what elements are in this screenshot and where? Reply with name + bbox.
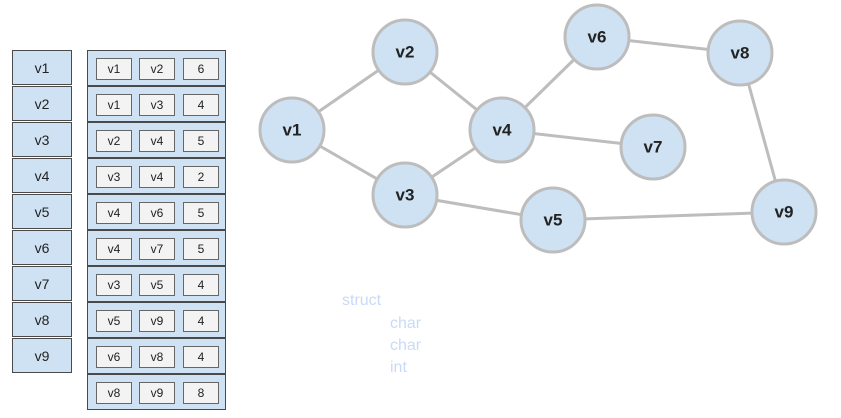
edge-from-cell: v6: [96, 346, 132, 368]
edge-weight-cell: 4: [183, 346, 219, 368]
edge-row: v1 v3 4: [87, 86, 226, 122]
node-v2: v2: [371, 18, 439, 86]
code-line-int: int: [390, 359, 407, 376]
vertex-cell-v1: v1: [12, 50, 72, 85]
node-label: v3: [396, 186, 415, 205]
node-v6: v6: [563, 3, 631, 71]
node-label: v1: [283, 121, 302, 140]
node-label: v7: [644, 138, 663, 157]
edge-to-cell: v2: [139, 58, 175, 80]
vertex-cell-v2: v2: [12, 86, 72, 121]
node-v1: v1: [258, 96, 326, 164]
node-v8: v8: [706, 19, 774, 87]
edge-weight-cell: 2: [183, 166, 219, 188]
edge-to-cell: v4: [139, 166, 175, 188]
edge-to-cell: v7: [139, 238, 175, 260]
node-circle: [706, 19, 774, 87]
node-v9: v9: [750, 178, 818, 246]
edge-weight-cell: 6: [183, 58, 219, 80]
edge-row: v4 v6 5: [87, 194, 226, 230]
node-label: v8: [731, 44, 750, 63]
edge-row: v3 v5 4: [87, 266, 226, 302]
node-label: v2: [396, 43, 415, 62]
vertex-cell-v9: v9: [12, 338, 72, 373]
edge-weight-cell: 4: [183, 94, 219, 116]
edge-row: v4 v7 5: [87, 230, 226, 266]
vertex-cell-v6: v6: [12, 230, 72, 265]
node-v4: v4: [468, 96, 536, 164]
node-circle: [750, 178, 818, 246]
edge-weight-cell: 5: [183, 130, 219, 152]
edge-to-cell: v9: [139, 310, 175, 332]
edge-from-cell: v3: [96, 166, 132, 188]
edge-to-cell: v3: [139, 94, 175, 116]
node-v3: v3: [371, 161, 439, 229]
node-label: v9: [775, 203, 794, 222]
vertex-cell-v8: v8: [12, 302, 72, 337]
edge-v5-v9: [552, 210, 785, 222]
node-v5: v5: [519, 186, 587, 254]
edge-from-cell: v4: [96, 238, 132, 260]
edge-row: v6 v8 4: [87, 338, 226, 374]
node-label: v6: [588, 28, 607, 47]
edge-from-cell: v3: [96, 274, 132, 296]
edge-to-cell: v4: [139, 130, 175, 152]
edge-to-cell: v6: [139, 202, 175, 224]
edge-from-cell: v2: [96, 130, 132, 152]
node-circle: [563, 3, 631, 71]
edge-row: v5 v9 4: [87, 302, 226, 338]
vertex-cell-v4: v4: [12, 158, 72, 193]
edge-to-cell: v8: [139, 346, 175, 368]
vertex-cell-v3: v3: [12, 122, 72, 157]
code-line-char-2: char: [390, 337, 422, 354]
code-line-char-1: char: [390, 315, 422, 332]
edge-row: v1 v2 6: [87, 50, 226, 86]
edge-weight-cell: 5: [183, 202, 219, 224]
node-circle: [519, 186, 587, 254]
edge-from-cell: v1: [96, 94, 132, 116]
node-circle: [371, 161, 439, 229]
edge-from-cell: v5: [96, 310, 132, 332]
edge-from-cell: v1: [96, 58, 132, 80]
node-circle: [619, 113, 687, 181]
node-v7: v7: [619, 113, 687, 181]
node-label: v5: [544, 211, 563, 230]
vertex-cell-v5: v5: [12, 194, 72, 229]
vertex-cell-v7: v7: [12, 266, 72, 301]
code-line-struct: struct: [342, 292, 382, 309]
edge-weight-cell: 4: [183, 274, 219, 296]
edge-weight-cell: 5: [183, 238, 219, 260]
edge-row: v3 v4 2: [87, 158, 226, 194]
edge-row: v8 v9 8: [87, 374, 226, 410]
edge-to-cell: v5: [139, 274, 175, 296]
node-label: v4: [493, 121, 512, 140]
edge-row: v2 v4 5: [87, 122, 226, 158]
node-circle: [468, 96, 536, 164]
node-circle: [371, 18, 439, 86]
edge-to-cell: v9: [139, 382, 175, 404]
edge-weight-cell: 4: [183, 310, 219, 332]
edge-weight-cell: 8: [183, 382, 219, 404]
edge-from-cell: v8: [96, 382, 132, 404]
edge-from-cell: v4: [96, 202, 132, 224]
node-circle: [258, 96, 326, 164]
